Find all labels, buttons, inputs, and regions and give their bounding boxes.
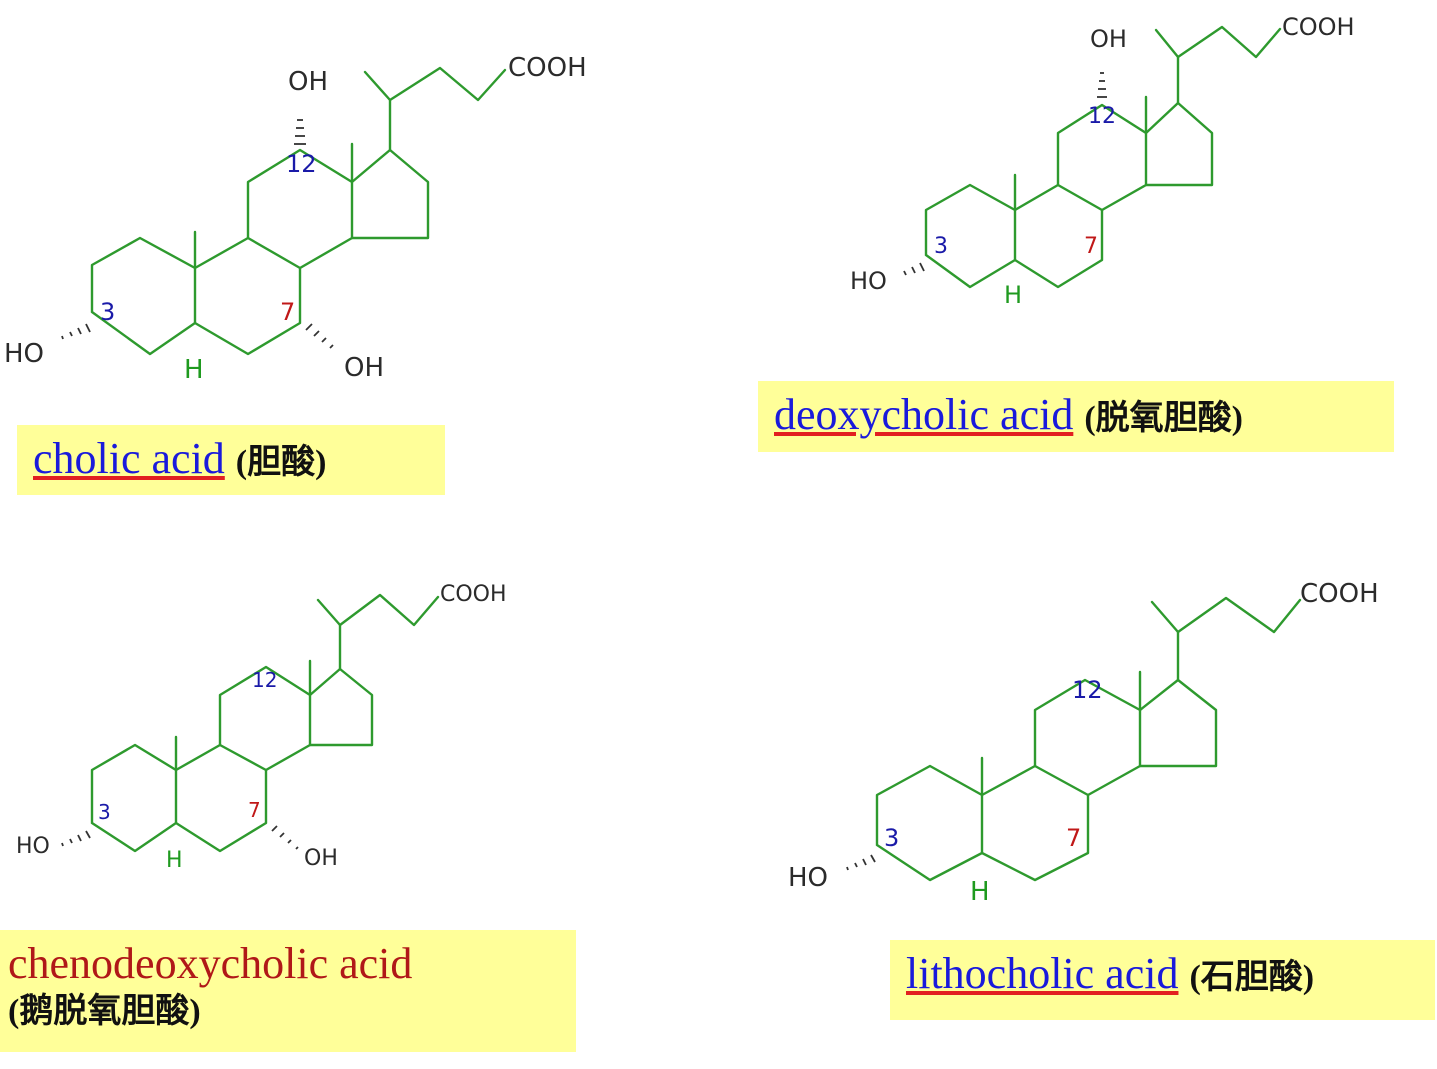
position-12-number: 12: [252, 668, 277, 692]
position-3-number: 3: [934, 234, 948, 259]
oh-12-label: OH: [288, 67, 328, 97]
ho-3-label: HO: [16, 834, 50, 859]
deoxycholic-acid-caption: deoxycholic acid (脱氧胆酸): [758, 381, 1394, 452]
position-7-number: 7: [1084, 234, 1098, 259]
deoxycholic-acid-link[interactable]: deoxycholic acid: [774, 390, 1074, 439]
position-3-number: 3: [100, 298, 115, 326]
cholic-acid-link[interactable]: cholic acid: [33, 434, 225, 483]
cooh-label: COOH: [1300, 579, 1379, 609]
position-7-number: 7: [280, 298, 295, 326]
lithocholic-acid-caption: lithocholic acid (石胆酸): [890, 940, 1435, 1020]
cholic-acid-caption: cholic acid (胆酸): [17, 425, 445, 495]
chenodeoxycholic-acid-structure: COOH HO OH H 3 7 12: [10, 575, 570, 885]
h-5-label: H: [166, 848, 183, 873]
h-5-label: H: [970, 877, 990, 907]
deoxycholic-acid-structure: COOH OH HO H 3 7 12: [840, 5, 1400, 309]
oh-7-label: OH: [344, 353, 384, 383]
ho-3-label: HO: [4, 339, 44, 369]
chenodeoxycholic-acid-name: chenodeoxycholic acid: [8, 939, 413, 988]
lithocholic-acid-skeleton: COOH HO H 3 7 12: [788, 579, 1379, 907]
cooh-label: COOH: [508, 53, 587, 83]
h-5-label: H: [1004, 281, 1022, 309]
position-7-number: 7: [248, 798, 261, 822]
lithocholic-acid-structure: COOH HO H 3 7 12: [780, 570, 1400, 910]
oh-7-label: OH: [304, 846, 338, 871]
position-12-number: 12: [286, 150, 317, 178]
h-5-label: H: [184, 355, 204, 385]
lithocholic-acid-link[interactable]: lithocholic acid: [906, 949, 1179, 998]
cholic-acid-skeleton: COOH OH HO OH H 3 7 12: [4, 53, 587, 385]
cooh-label: COOH: [1282, 13, 1355, 41]
chenodeoxycholic-acid-chinese-name: (鹅脱氧胆酸): [8, 993, 201, 1030]
chenodeoxycholic-acid-skeleton: COOH HO OH H 3 7 12: [16, 582, 507, 873]
position-3-number: 3: [98, 800, 111, 824]
position-12-number: 12: [1088, 104, 1116, 129]
deoxycholic-acid-chinese-name: (脱氧胆酸): [1084, 400, 1243, 437]
oh-12-label: OH: [1090, 25, 1127, 53]
cholic-acid-structure: COOH OH HO OH H 3 7 12: [0, 40, 600, 390]
ho-3-label: HO: [850, 267, 887, 295]
position-3-number: 3: [884, 824, 899, 852]
lithocholic-acid-chinese-name: (石胆酸): [1189, 959, 1315, 996]
cooh-label: COOH: [440, 582, 507, 607]
deoxycholic-acid-skeleton: COOH OH HO H 3 7 12: [850, 13, 1355, 309]
cholic-acid-chinese-name: (胆酸): [235, 444, 327, 481]
ho-3-label: HO: [788, 863, 828, 893]
position-7-number: 7: [1066, 824, 1081, 852]
position-12-number: 12: [1072, 676, 1103, 704]
chenodeoxycholic-acid-caption: chenodeoxycholic acid (鹅脱氧胆酸): [0, 930, 576, 1052]
